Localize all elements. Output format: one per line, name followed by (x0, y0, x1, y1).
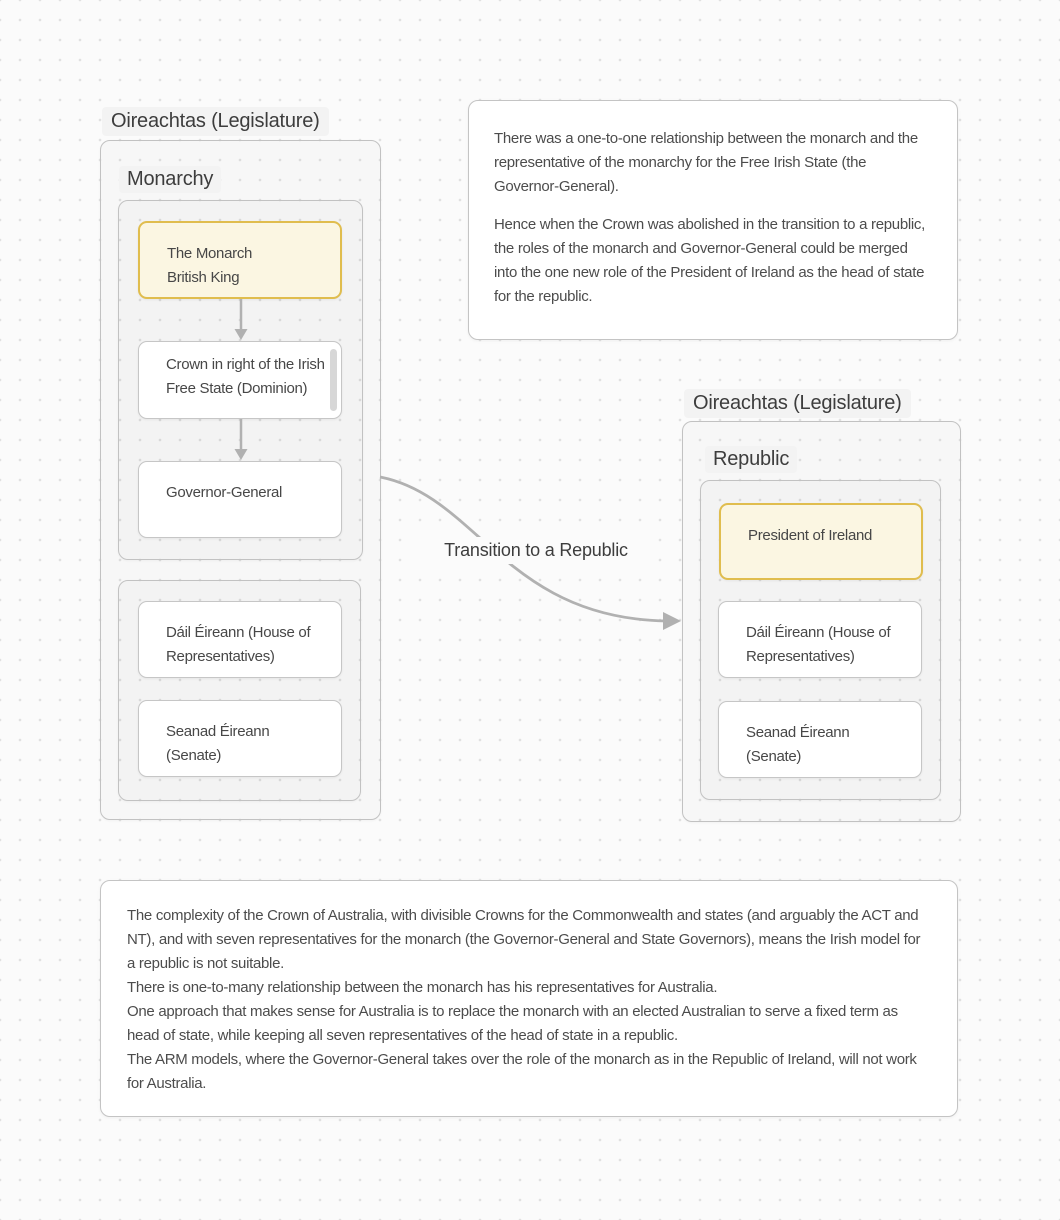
right-group-title[interactable]: Oireachtas (Legislature) (684, 389, 911, 418)
left-houses-container[interactable] (118, 580, 361, 801)
right-dail-node[interactable]: Dáil Éireann (House of Representatives) (718, 601, 922, 678)
left-oireachtas-container[interactable] (100, 140, 381, 820)
monarchy-inner-container[interactable] (118, 200, 363, 560)
president-node[interactable]: President of Ireland (719, 503, 923, 580)
one-to-one-note[interactable]: There was a one-to-one relationship betw… (468, 100, 958, 340)
australia-note-para4: The ARM models, where the Governor-Gener… (127, 1051, 917, 1092)
governor-general-label: Governor-General (166, 484, 283, 501)
right-seanad-label: Seanad Éireann (Senate) (746, 724, 850, 765)
republic-section-label[interactable]: Republic (705, 446, 798, 473)
left-seanad-label: Seanad Éireann (Senate) (166, 723, 270, 764)
monarch-node-line1: The Monarch (167, 245, 253, 262)
crown-node-label: Crown in right of the Irish Free State (… (166, 356, 325, 397)
monarchy-section-label[interactable]: Monarchy (119, 166, 222, 193)
monarch-node[interactable]: The Monarch British King (138, 221, 342, 299)
monarch-to-crown-arrow[interactable] (234, 299, 248, 340)
right-seanad-node[interactable]: Seanad Éireann (Senate) (718, 701, 922, 778)
left-dail-label: Dáil Éireann (House of Representatives) (166, 624, 311, 665)
monarch-node-line2: British King (167, 269, 240, 286)
australia-note-para3: One approach that makes sense for Austra… (127, 1003, 898, 1044)
republic-inner-container[interactable] (700, 480, 941, 800)
one-to-one-note-para2: Hence when the Crown was abolished in th… (494, 216, 925, 305)
right-oireachtas-container[interactable] (682, 421, 961, 822)
crown-node[interactable]: Crown in right of the Irish Free State (… (138, 341, 342, 419)
left-group-title[interactable]: Oireachtas (Legislature) (102, 107, 329, 136)
governor-general-node[interactable]: Governor-General (138, 461, 342, 538)
crown-to-governor-arrow[interactable] (234, 419, 248, 460)
australia-note-para2: There is one-to-many relationship betwee… (127, 979, 718, 996)
left-seanad-node[interactable]: Seanad Éireann (Senate) (138, 700, 342, 777)
crown-node-scrollbar[interactable] (330, 349, 337, 411)
australia-note[interactable]: The complexity of the Crown of Australia… (100, 880, 958, 1117)
one-to-one-note-para1: There was a one-to-one relationship betw… (494, 130, 918, 195)
left-dail-node[interactable]: Dáil Éireann (House of Representatives) (138, 601, 342, 678)
australia-note-para1: The complexity of the Crown of Australia… (127, 907, 921, 972)
president-label: President of Ireland (748, 527, 873, 544)
transition-label[interactable]: Transition to a Republic (418, 537, 654, 564)
right-dail-label: Dáil Éireann (House of Representatives) (746, 624, 891, 665)
